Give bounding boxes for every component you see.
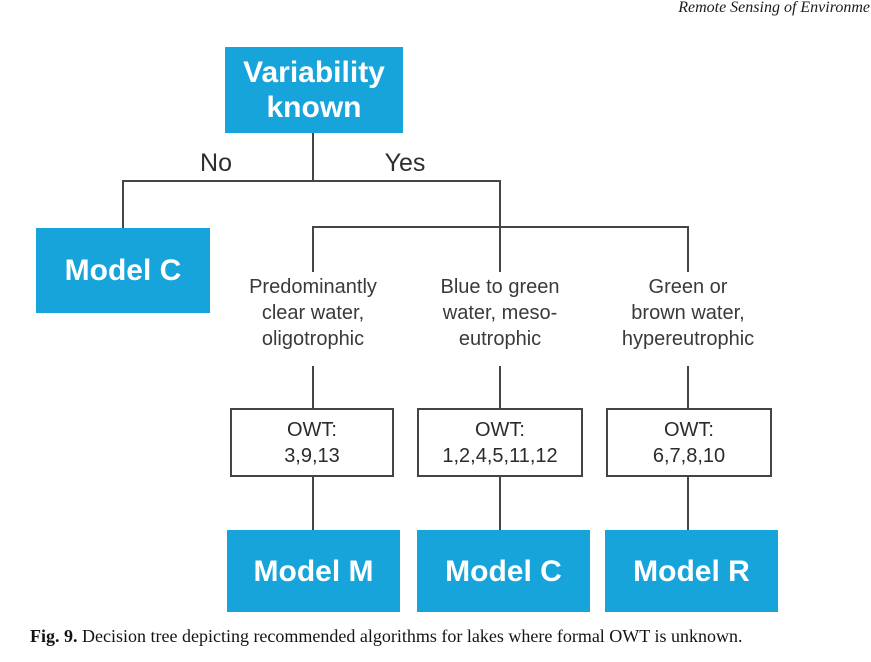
connector-no-down <box>122 182 124 228</box>
connector-no-yes-split <box>122 180 501 182</box>
node-variability-line1: Variability <box>243 56 385 89</box>
branch3-desc-line2: brown water, <box>631 302 745 324</box>
connector-root-down <box>312 133 314 182</box>
branch2-desc-line2: water, meso- <box>442 302 558 324</box>
node-variability-line2: known <box>266 91 362 124</box>
branch2-desc-line1: Blue to green <box>440 276 560 298</box>
connector-branch1-to-desc <box>312 228 314 272</box>
node-model-c-yes: Model C <box>417 530 590 612</box>
node-variability-known: Variability known <box>225 47 403 133</box>
node-model-m: Model M <box>227 530 400 612</box>
owt1-label: OWT: <box>287 418 337 441</box>
branch-label-no: No <box>200 149 232 177</box>
journal-running-head: Remote Sensing of Environme <box>678 0 870 16</box>
owt-box-1: OWT: 3,9,13 <box>230 408 394 477</box>
figure-caption: Fig. 9. Decision tree depicting recommen… <box>30 626 842 647</box>
owt2-values: 1,2,4,5,11,12 <box>442 444 558 467</box>
connector-yes-down <box>499 182 501 228</box>
owt2-label: OWT: <box>475 418 525 441</box>
connector-desc3-to-owt <box>687 366 689 408</box>
branch1-desc-line2: clear water, <box>261 302 365 324</box>
connector-owt3-to-model <box>687 477 689 530</box>
owt3-values: 6,7,8,10 <box>652 444 726 467</box>
branch3-description: Green or brown water, hypereutrophic <box>598 274 778 352</box>
connector-owt2-to-model <box>499 477 501 530</box>
owt-box-3: OWT: 6,7,8,10 <box>606 408 772 477</box>
owt3-label: OWT: <box>664 418 714 441</box>
connector-desc1-to-owt <box>312 366 314 408</box>
connector-branch3-to-desc <box>687 228 689 272</box>
branch3-desc-line1: Green or <box>648 276 728 298</box>
connector-owt1-to-model <box>312 477 314 530</box>
owt1-values: 3,9,13 <box>284 444 340 467</box>
connector-three-way-split <box>312 226 689 228</box>
node-model-c-no: Model C <box>36 228 210 313</box>
branch1-desc-line3: oligotrophic <box>261 328 365 350</box>
connector-branch2-to-desc <box>499 228 501 272</box>
branch3-desc-line3: hypereutrophic <box>621 328 755 350</box>
branch1-desc-line1: Predominantly <box>249 276 377 298</box>
figure-caption-label: Fig. 9. <box>30 626 78 646</box>
branch1-description: Predominantly clear water, oligotrophic <box>223 274 403 352</box>
figure-caption-text: Decision tree depicting recommended algo… <box>82 626 743 646</box>
branch2-desc-line3: eutrophic <box>458 328 542 350</box>
branch-label-yes: Yes <box>384 149 426 177</box>
node-model-r: Model R <box>605 530 778 612</box>
branch2-description: Blue to green water, meso- eutrophic <box>410 274 590 352</box>
connector-desc2-to-owt <box>499 366 501 408</box>
owt-box-2: OWT: 1,2,4,5,11,12 <box>417 408 583 477</box>
